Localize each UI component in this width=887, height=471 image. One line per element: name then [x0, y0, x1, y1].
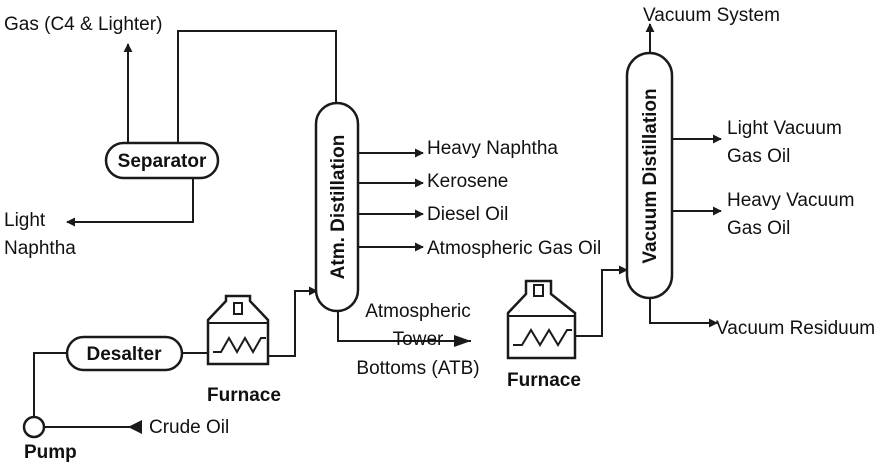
hvgo-label-line1: Heavy Vacuum	[727, 190, 854, 211]
light-naphtha-label-line1: Light	[4, 210, 46, 231]
light-naphtha-line	[66, 178, 194, 227]
atb-label-line1: Atmospheric	[365, 301, 471, 322]
vacuum-distillation-column	[625, 51, 674, 300]
gas-label: Gas (C4 & Lighter)	[4, 14, 162, 35]
pump-symbol	[22, 415, 46, 439]
heavy-naphtha-label: Heavy Naphtha	[427, 138, 558, 159]
light-naphtha-label-line2: Naphtha	[4, 238, 76, 259]
pump-label: Pump	[24, 442, 77, 463]
separator-label: Separator	[118, 151, 207, 172]
separator-vessel	[104, 141, 220, 180]
crude-oil-inlet-arrow-icon	[128, 420, 142, 434]
atm-overhead-line	[177, 30, 337, 143]
vacuum-residuum-line	[649, 298, 718, 328]
desalter-label: Desalter	[87, 344, 163, 365]
hvgo-label-line2: Gas Oil	[727, 218, 790, 239]
vacuum-residuum-label: Vacuum Residuum	[716, 318, 875, 339]
furnace-1-label: Furnace	[207, 385, 281, 406]
atm-distillation-column	[314, 101, 360, 313]
lvgo-label-line1: Light Vacuum	[727, 118, 842, 139]
atb-line	[337, 311, 471, 342]
atb-label-line2: Tower	[393, 329, 444, 350]
furnace-2-label: Furnace	[507, 370, 581, 391]
furnace-1	[206, 294, 270, 366]
lvgo-label-line2: Gas Oil	[727, 146, 790, 167]
desalter-vessel	[65, 335, 184, 372]
pump-to-desalter-line	[33, 352, 67, 418]
atm-distillation-label: Atm. Distillation	[328, 135, 349, 280]
vacuum-distillation-label: Vacuum Distillation	[640, 88, 661, 263]
kerosene-label: Kerosene	[427, 171, 508, 192]
diesel-oil-label: Diesel Oil	[427, 204, 508, 225]
atb-flow-arrow-icon	[454, 335, 471, 347]
vacuum-system-label: Vacuum System	[643, 5, 780, 26]
atb-label-line3: Bottoms (ATB)	[356, 358, 479, 379]
furnace-to-atm-line	[268, 286, 318, 357]
crude-oil-label: Crude Oil	[149, 417, 229, 438]
atmospheric-gas-oil-label: Atmospheric Gas Oil	[427, 238, 601, 259]
furnace-2	[506, 279, 577, 360]
furnace-to-vacuum-line	[575, 265, 628, 337]
